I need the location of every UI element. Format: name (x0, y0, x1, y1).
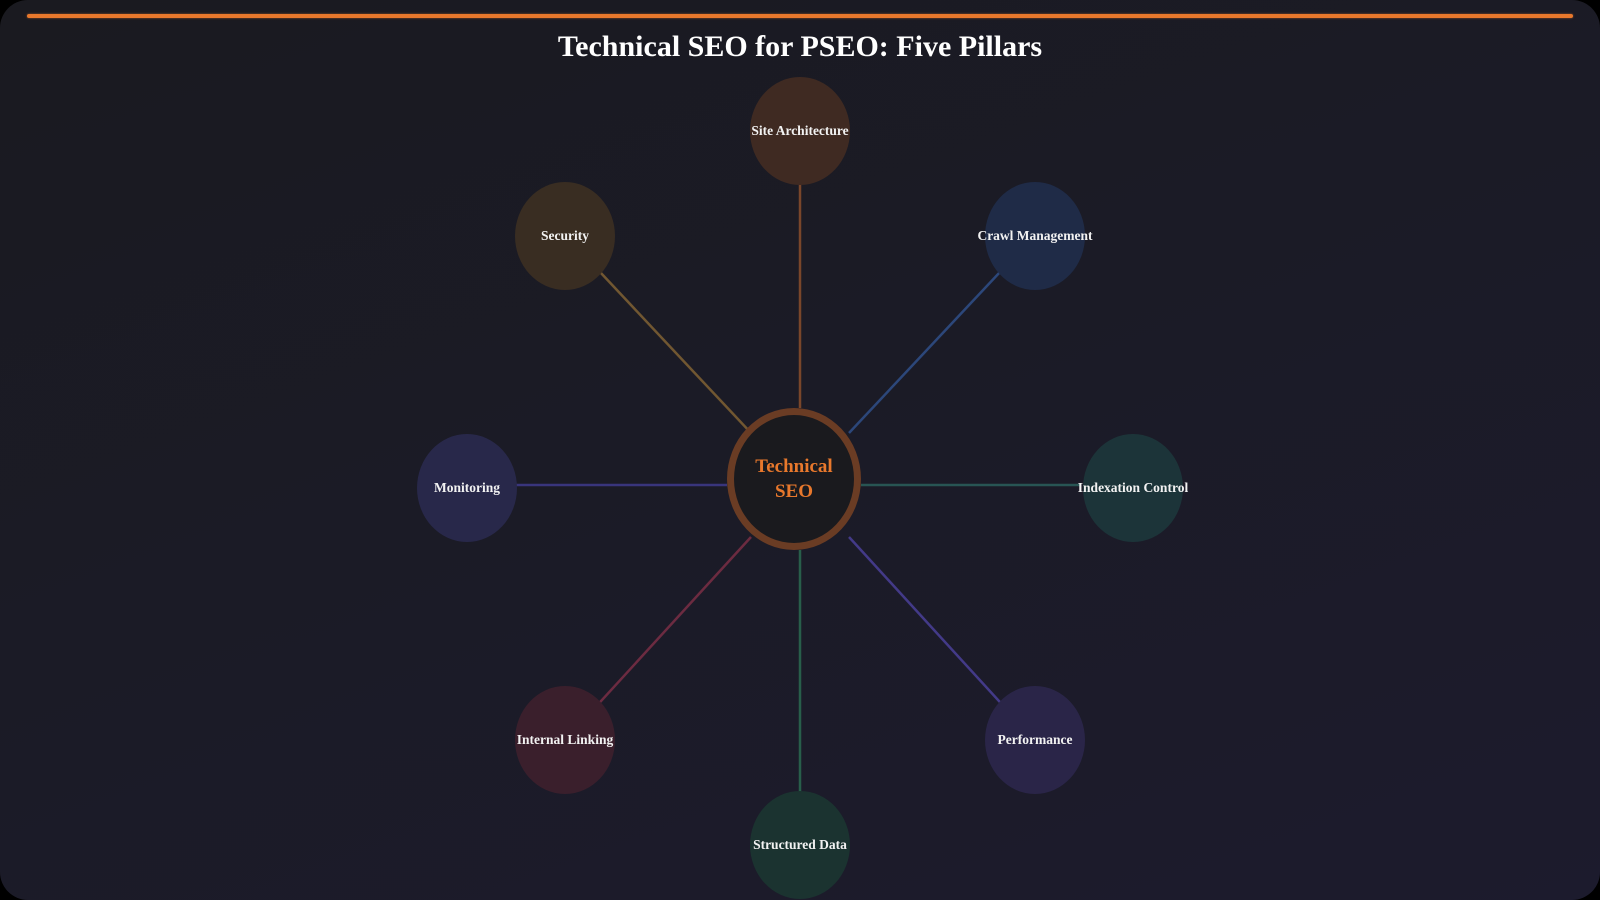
hub-label-line2: SEO (774, 481, 813, 502)
node-crawl-management[interactable]: Crawl Management (977, 182, 1093, 290)
hub-technical-seo[interactable]: Technical SEO (727, 408, 861, 550)
node-site-architecture[interactable]: Site Architecture (750, 77, 850, 185)
node-label: Internal Linking (516, 732, 614, 747)
node-monitoring[interactable]: Monitoring (417, 434, 517, 542)
node-indexation-control[interactable]: Indexation Control (1078, 434, 1188, 542)
node-label: Site Architecture (751, 123, 849, 138)
node-label: Indexation Control (1077, 480, 1189, 495)
node-label: Performance (997, 732, 1073, 747)
node-label: Crawl Management (977, 228, 1093, 243)
accent-bar (27, 14, 1573, 18)
hub-label: Technical SEO (755, 454, 832, 504)
node-structured-data[interactable]: Structured Data (750, 791, 850, 899)
node-performance[interactable]: Performance (985, 686, 1085, 794)
page-title: Technical SEO for PSEO: Five Pillars (557, 30, 1043, 63)
node-label: Structured Data (753, 837, 847, 852)
node-internal-linking[interactable]: Internal Linking (515, 686, 615, 794)
hub-label-line1: Technical (755, 456, 833, 477)
node-security[interactable]: Security (515, 182, 615, 290)
node-label: Monitoring (434, 480, 500, 495)
node-label: Security (541, 228, 589, 243)
